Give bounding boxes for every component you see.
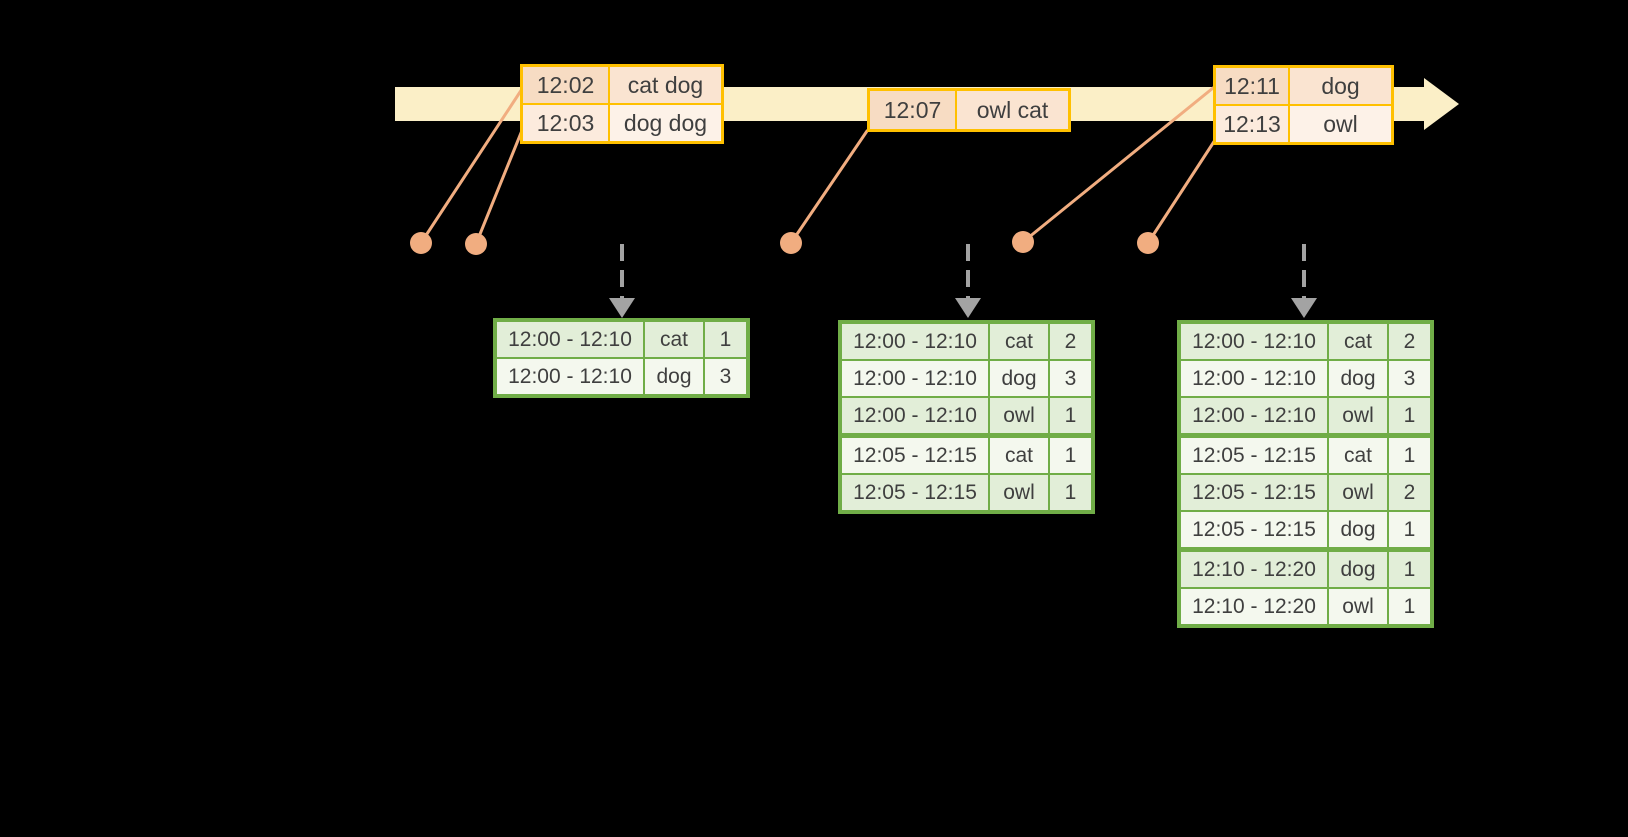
event-connector-line bbox=[1021, 86, 1215, 244]
result-cell-window: 12:00 - 12:10 bbox=[1181, 324, 1327, 359]
event-cell-words: owl cat bbox=[957, 91, 1068, 129]
event-cell-time: 12:07 bbox=[870, 91, 955, 129]
result-cell-count: 1 bbox=[1389, 438, 1430, 473]
result-cell-word: dog bbox=[1329, 361, 1387, 396]
event-cell-words: dog bbox=[1290, 68, 1391, 104]
event-cell-words: cat dog bbox=[610, 67, 721, 103]
result-cell-count: 2 bbox=[1050, 324, 1091, 359]
result-cell-word: dog bbox=[1329, 512, 1387, 547]
event-connector-line bbox=[789, 129, 869, 245]
result-cell-window: 12:00 - 12:10 bbox=[1181, 361, 1327, 396]
event-connector-line bbox=[474, 126, 525, 246]
result-cell-word: cat bbox=[990, 438, 1048, 473]
result-cell-count: 2 bbox=[1389, 324, 1430, 359]
result-cell-count: 1 bbox=[1050, 438, 1091, 473]
event-cell-words: dog dog bbox=[610, 105, 721, 141]
event-dot bbox=[1012, 231, 1034, 253]
event-cell-words: owl bbox=[1290, 106, 1391, 142]
trigger-arrows bbox=[609, 244, 1317, 318]
result-cell-word: dog bbox=[990, 361, 1048, 396]
result-cell-window: 12:00 - 12:10 bbox=[842, 361, 988, 396]
result-cell-window: 12:05 - 12:15 bbox=[1181, 475, 1327, 510]
event-connector-lines bbox=[419, 86, 1219, 246]
event-dots bbox=[410, 231, 1159, 255]
result-cell-word: dog bbox=[645, 359, 703, 394]
trigger-arrowhead-icon bbox=[955, 298, 981, 318]
result-cell-count: 3 bbox=[1050, 361, 1091, 396]
result-cell-word: cat bbox=[645, 322, 703, 357]
result-cell-word: owl bbox=[990, 398, 1048, 433]
result-cell-count: 1 bbox=[1050, 398, 1091, 433]
result-cell-word: cat bbox=[990, 324, 1048, 359]
result-cell-window: 12:05 - 12:15 bbox=[1181, 438, 1327, 473]
result-cell-count: 1 bbox=[1050, 475, 1091, 510]
result-cell-window: 12:10 - 12:20 bbox=[1181, 552, 1327, 587]
result-cell-window: 12:00 - 12:10 bbox=[497, 359, 643, 394]
result-cell-word: cat bbox=[1329, 324, 1387, 359]
event-dot bbox=[780, 232, 802, 254]
trigger-arrowhead-icon bbox=[609, 298, 635, 318]
result-cell-count: 3 bbox=[705, 359, 746, 394]
event-dot bbox=[410, 232, 432, 254]
result-cell-window: 12:05 - 12:15 bbox=[842, 438, 988, 473]
event-connector-line bbox=[419, 87, 524, 245]
result-cell-window: 12:00 - 12:10 bbox=[842, 324, 988, 359]
event-cell-time: 12:03 bbox=[523, 105, 608, 141]
event-cell-time: 12:13 bbox=[1216, 106, 1288, 142]
result-cell-window: 12:05 - 12:15 bbox=[1181, 512, 1327, 547]
result-cell-count: 1 bbox=[705, 322, 746, 357]
result-cell-count: 3 bbox=[1389, 361, 1430, 396]
result-cell-word: owl bbox=[990, 475, 1048, 510]
result-cell-count: 1 bbox=[1389, 398, 1430, 433]
result-cell-window: 12:00 - 12:10 bbox=[1181, 398, 1327, 433]
result-cell-count: 2 bbox=[1389, 475, 1430, 510]
result-cell-window: 12:00 - 12:10 bbox=[497, 322, 643, 357]
event-connector-line bbox=[1146, 135, 1219, 245]
result-cell-window: 12:10 - 12:20 bbox=[1181, 589, 1327, 624]
result-cell-word: cat bbox=[1329, 438, 1387, 473]
event-cell-time: 12:02 bbox=[523, 67, 608, 103]
result-cell-count: 1 bbox=[1389, 552, 1430, 587]
event-dot bbox=[465, 233, 487, 255]
result-cell-word: owl bbox=[1329, 475, 1387, 510]
trigger-arrowhead-icon bbox=[1291, 298, 1317, 318]
result-cell-count: 1 bbox=[1389, 589, 1430, 624]
result-cell-count: 1 bbox=[1389, 512, 1430, 547]
result-cell-word: dog bbox=[1329, 552, 1387, 587]
timeline-arrowhead-icon bbox=[1424, 78, 1459, 130]
result-cell-word: owl bbox=[1329, 589, 1387, 624]
result-cell-window: 12:05 - 12:15 bbox=[842, 475, 988, 510]
event-cell-time: 12:11 bbox=[1216, 68, 1288, 104]
result-cell-word: owl bbox=[1329, 398, 1387, 433]
event-dot bbox=[1137, 232, 1159, 254]
result-cell-window: 12:00 - 12:10 bbox=[842, 398, 988, 433]
